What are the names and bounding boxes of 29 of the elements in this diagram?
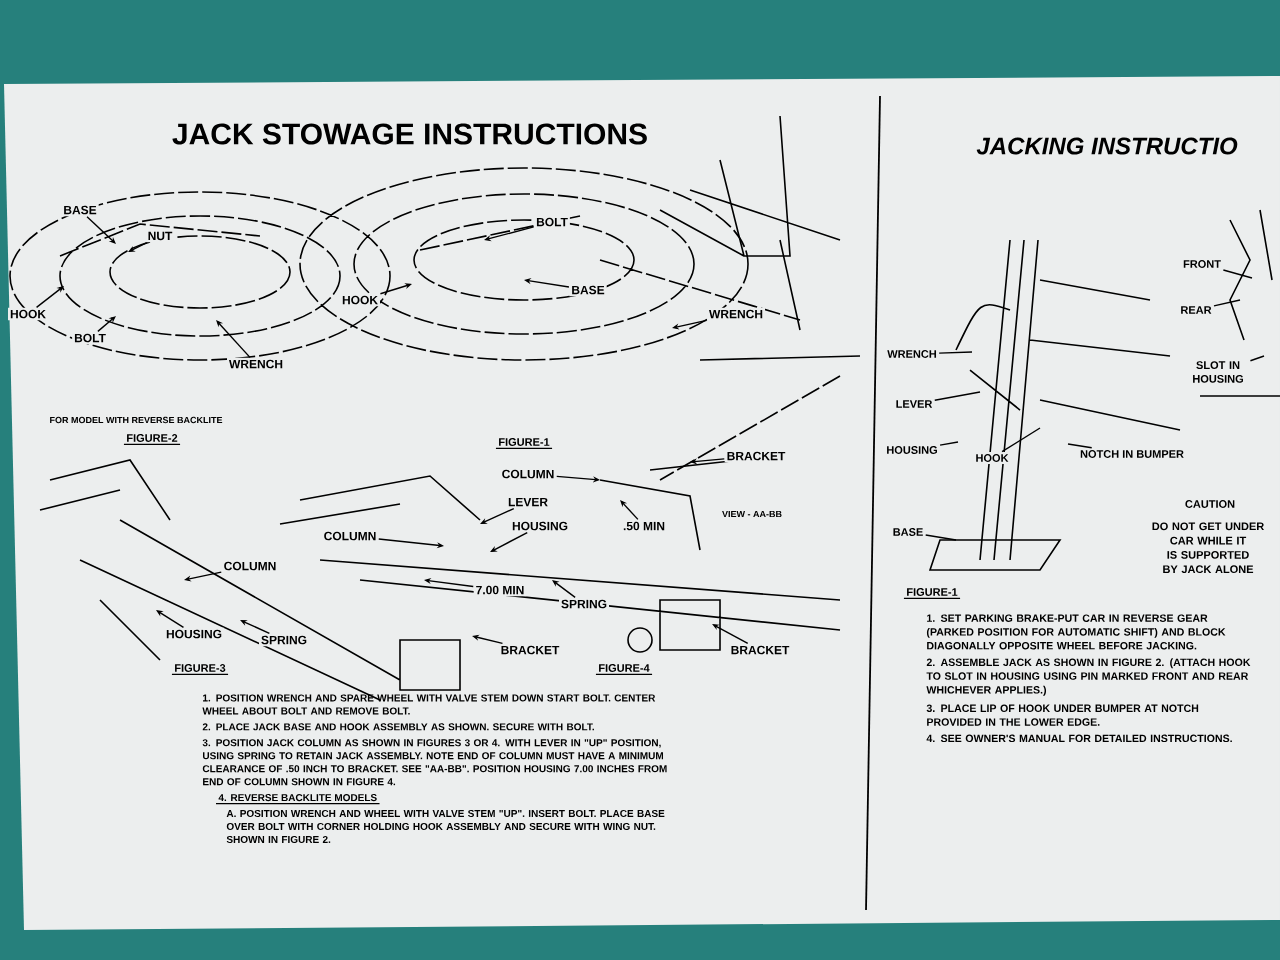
leader-line [1213, 299, 1241, 307]
leader-line [490, 531, 528, 552]
leader-line [216, 320, 251, 359]
leader-line [934, 391, 981, 401]
leader-line [938, 351, 973, 354]
leader-line [1001, 427, 1041, 453]
leader-line [524, 278, 570, 288]
leader-line [86, 215, 116, 244]
leader-line [620, 500, 639, 521]
leader-line [240, 620, 271, 635]
leader-line [128, 241, 148, 252]
leader-line [1067, 443, 1093, 449]
leader-line [480, 507, 515, 524]
leader-line [925, 534, 957, 541]
title: JACK STOWAGE INSTRUCTIONS [172, 123, 647, 145]
leader-line [672, 319, 708, 330]
leader-line [552, 580, 576, 599]
leader-line [1249, 355, 1265, 362]
leader-line [939, 441, 959, 446]
leader-line [690, 458, 725, 465]
leader-line [379, 283, 412, 295]
leader-line [35, 286, 64, 309]
leader-line [1222, 269, 1253, 279]
leader-line [156, 610, 185, 629]
leader-line [184, 571, 222, 582]
leader-line [712, 624, 749, 645]
leader-line [97, 316, 116, 333]
heading: JACKING INSTRUCTIO [976, 137, 1238, 155]
leader-line [484, 226, 535, 242]
